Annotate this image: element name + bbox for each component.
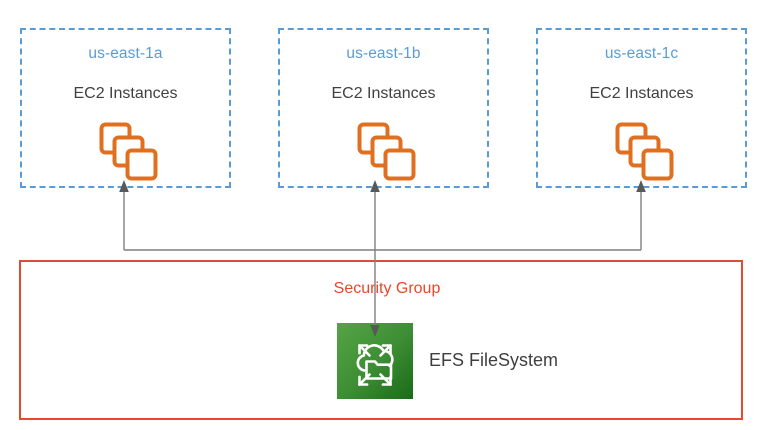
ec2-instances-icon-svg — [99, 122, 157, 181]
efs-filesystem-label: EFS FileSystem — [429, 350, 559, 370]
efs-filesystem-icon-svg — [337, 323, 413, 399]
availability-zone-box-us-east-1b: us-east-1b EC2 Instances — [278, 28, 489, 188]
ec2-instances-icon-svg — [357, 122, 415, 181]
availability-zone-box-us-east-1a: us-east-1a EC2 Instances — [20, 28, 231, 188]
efs-filesystem-icon — [337, 323, 413, 399]
availability-zone-title: us-east-1c — [604, 45, 679, 62]
availability-zone-box-us-east-1c: us-east-1c EC2 Instances — [536, 28, 747, 188]
ec2-instances-icon — [357, 122, 419, 182]
ec2-instances-icon — [99, 122, 161, 182]
ec2-instances-label: EC2 Instances — [589, 85, 694, 102]
ec2-instances-label: EC2 Instances — [73, 85, 178, 102]
availability-zone-title: us-east-1a — [88, 45, 163, 62]
ec2-instances-label: EC2 Instances — [331, 85, 436, 102]
ec2-instances-icon-svg — [615, 122, 673, 181]
security-group-box — [19, 260, 743, 420]
availability-zone-title: us-east-1b — [346, 45, 421, 62]
ec2-instances-icon — [615, 122, 677, 182]
